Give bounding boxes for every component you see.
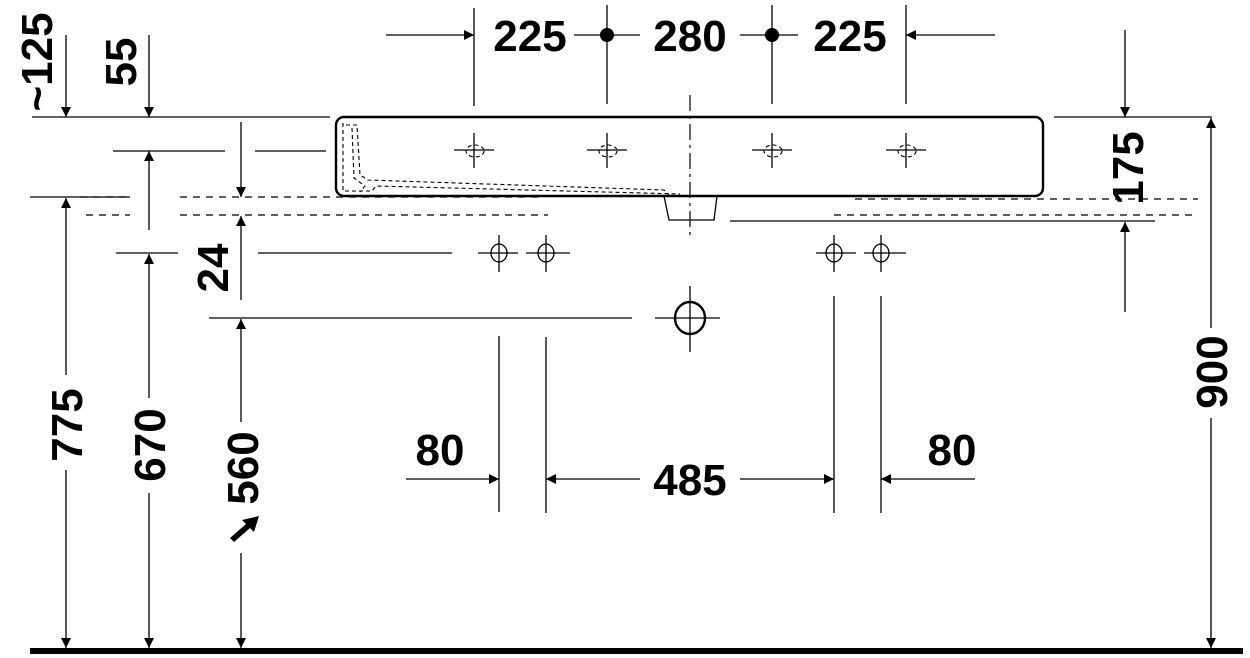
supply-points xyxy=(478,235,906,272)
dim-supply-height: 670 xyxy=(126,408,175,481)
supply-offset-dim xyxy=(116,216,632,319)
top-left-dims xyxy=(32,35,330,230)
bottom-dimension-chain xyxy=(406,296,975,513)
right-dims xyxy=(1120,30,1216,648)
dim-tap-right: 225 xyxy=(813,12,886,61)
arrow-icon xyxy=(230,516,259,542)
dim-rim-height: 775 xyxy=(43,388,92,461)
wall-reference-lines xyxy=(30,116,1212,222)
dim-total-height: 900 xyxy=(1188,335,1237,408)
dim-supply-center: 485 xyxy=(653,456,726,505)
dim-basin-height: 175 xyxy=(1104,131,1153,204)
tap-hole-markers xyxy=(454,133,926,168)
dim-top-offset: ~125 xyxy=(13,12,62,111)
waste-point xyxy=(655,286,720,352)
dim-top-thickness: 55 xyxy=(97,38,146,87)
dim-tap-left: 225 xyxy=(493,12,566,61)
dim-supply-right: 80 xyxy=(928,426,977,475)
dim-supply-left: 80 xyxy=(416,426,465,475)
dim-supply-offset: 24 xyxy=(189,243,238,292)
dim-waste-height: 560 xyxy=(219,431,268,504)
top-dimension-chain xyxy=(386,5,995,106)
dim-tap-center: 280 xyxy=(653,12,726,61)
basin-body xyxy=(334,95,1045,236)
left-height-dims xyxy=(61,198,259,648)
